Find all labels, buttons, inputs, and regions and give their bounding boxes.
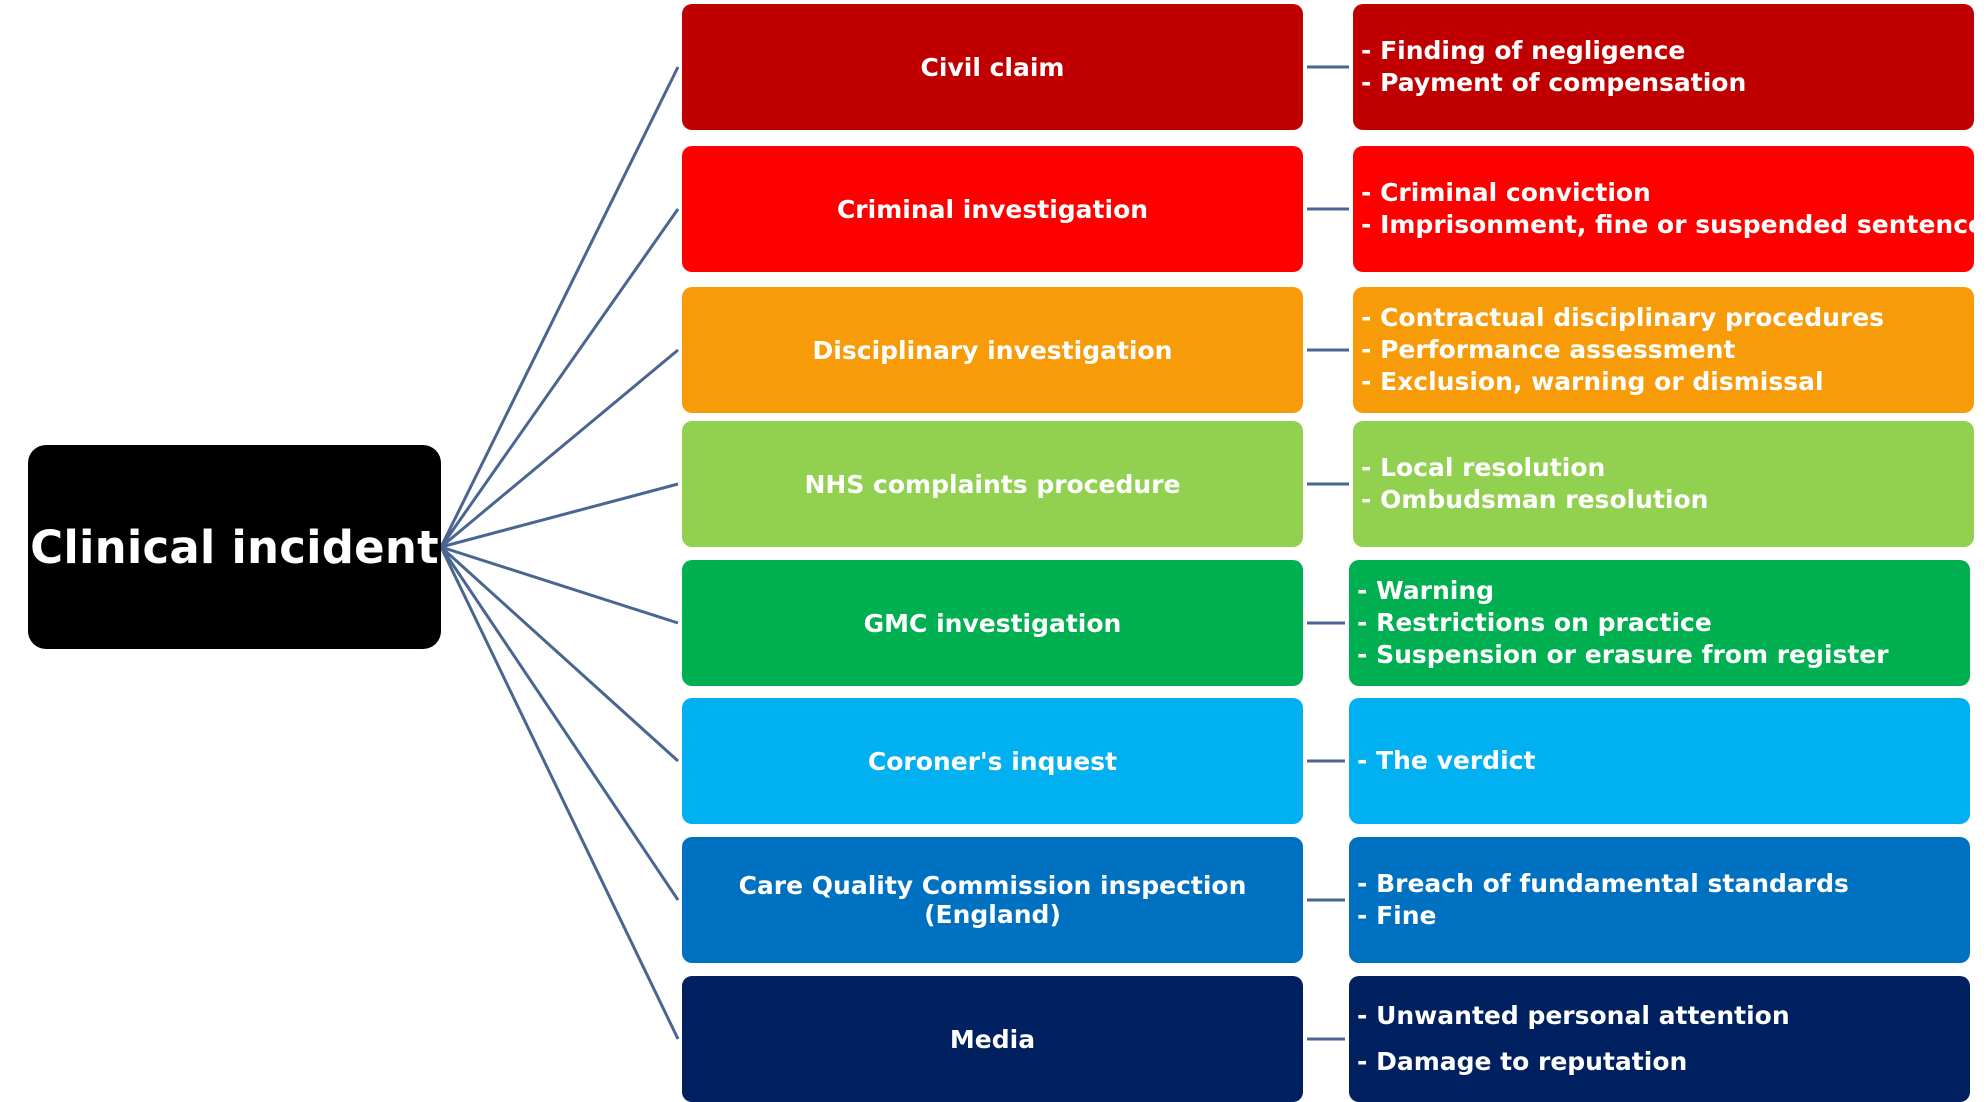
outcome-box-coroners-inquest: - The verdict <box>1349 698 1970 824</box>
outcome-item: - Ombudsman resolution <box>1361 485 1709 514</box>
process-box-disciplinary-investigation: Disciplinary investigation <box>682 287 1303 413</box>
process-box-civil-claim: Civil claim <box>682 4 1303 130</box>
clinical-incident-label: Clinical incident <box>30 520 439 574</box>
fan-connector-line <box>440 482 679 549</box>
process-box-gmc-investigation: GMC investigation <box>682 560 1303 686</box>
outcome-item: - Exclusion, warning or dismissal <box>1361 367 1824 396</box>
process-label: Coroner's inquest <box>867 746 1118 776</box>
fan-connector-line <box>439 546 680 901</box>
process-label: GMC investigation <box>863 608 1122 638</box>
fan-connector-line <box>440 545 679 625</box>
process-box-care-quality-commission: Care Quality Commission inspection (Engl… <box>682 837 1303 963</box>
process-box-media: Media <box>682 976 1303 1102</box>
process-label: Care Quality Commission inspection (Engl… <box>738 871 1247 929</box>
outcome-item: - Payment of compensation <box>1361 68 1747 97</box>
outcome-item: - Unwanted personal attention <box>1357 1001 1790 1030</box>
outcome-box-criminal-investigation: - Criminal conviction - Imprisonment, fi… <box>1353 146 1985 272</box>
process-box-nhs-complaints-procedure: NHS complaints procedure <box>682 421 1303 547</box>
outcome-item: - Imprisonment, fine or suspended senten… <box>1361 210 1985 239</box>
process-label: Civil claim <box>920 52 1065 82</box>
outcome-box-disciplinary-investigation: - Contractual disciplinary procedures - … <box>1353 287 1974 413</box>
outcome-item: - Suspension or erasure from register <box>1357 640 1889 669</box>
process-box-criminal-investigation: Criminal investigation <box>682 146 1303 272</box>
process-box-coroners-inquest: Coroner's inquest <box>682 698 1303 824</box>
outcome-item: - The verdict <box>1357 746 1536 775</box>
outcome-item: - Damage to reputation <box>1357 1047 1688 1076</box>
outcome-box-media: - Unwanted personal attention - Damage t… <box>1349 976 1970 1102</box>
fan-connector-line <box>439 545 680 763</box>
outcome-box-civil-claim: - Finding of negligence - Payment of com… <box>1353 4 1974 130</box>
outcome-box-nhs-complaints-procedure: - Local resolution - Ombudsman resolutio… <box>1353 421 1974 547</box>
fan-connector-line <box>439 546 680 1040</box>
fan-connector-line <box>440 348 679 549</box>
outcome-box-care-quality-commission: - Breach of fundamental standards - Fine <box>1349 837 1970 963</box>
outcome-item: - Local resolution <box>1361 453 1606 482</box>
outcome-item: - Contractual disciplinary procedures <box>1361 303 1885 332</box>
clinical-incident-node: Clinical incident <box>28 445 441 649</box>
outcome-item: - Finding of negligence <box>1361 36 1686 65</box>
fan-connector-line <box>439 208 680 548</box>
outcome-item: - Criminal conviction <box>1361 178 1651 207</box>
process-label: Criminal investigation <box>836 194 1149 224</box>
outcome-item: - Performance assessment <box>1361 335 1736 364</box>
outcome-item: - Warning <box>1357 576 1495 605</box>
outcome-item: - Restrictions on practice <box>1357 608 1712 637</box>
process-label: Disciplinary investigation <box>812 335 1173 365</box>
process-label: Media <box>949 1024 1036 1054</box>
outcome-item: - Fine <box>1357 901 1437 930</box>
outcome-item: - Breach of fundamental standards <box>1357 869 1849 898</box>
process-label: NHS complaints procedure <box>804 469 1181 499</box>
fan-connector-line <box>439 66 680 548</box>
outcome-box-gmc-investigation: - Warning - Restrictions on practice - S… <box>1349 560 1970 686</box>
